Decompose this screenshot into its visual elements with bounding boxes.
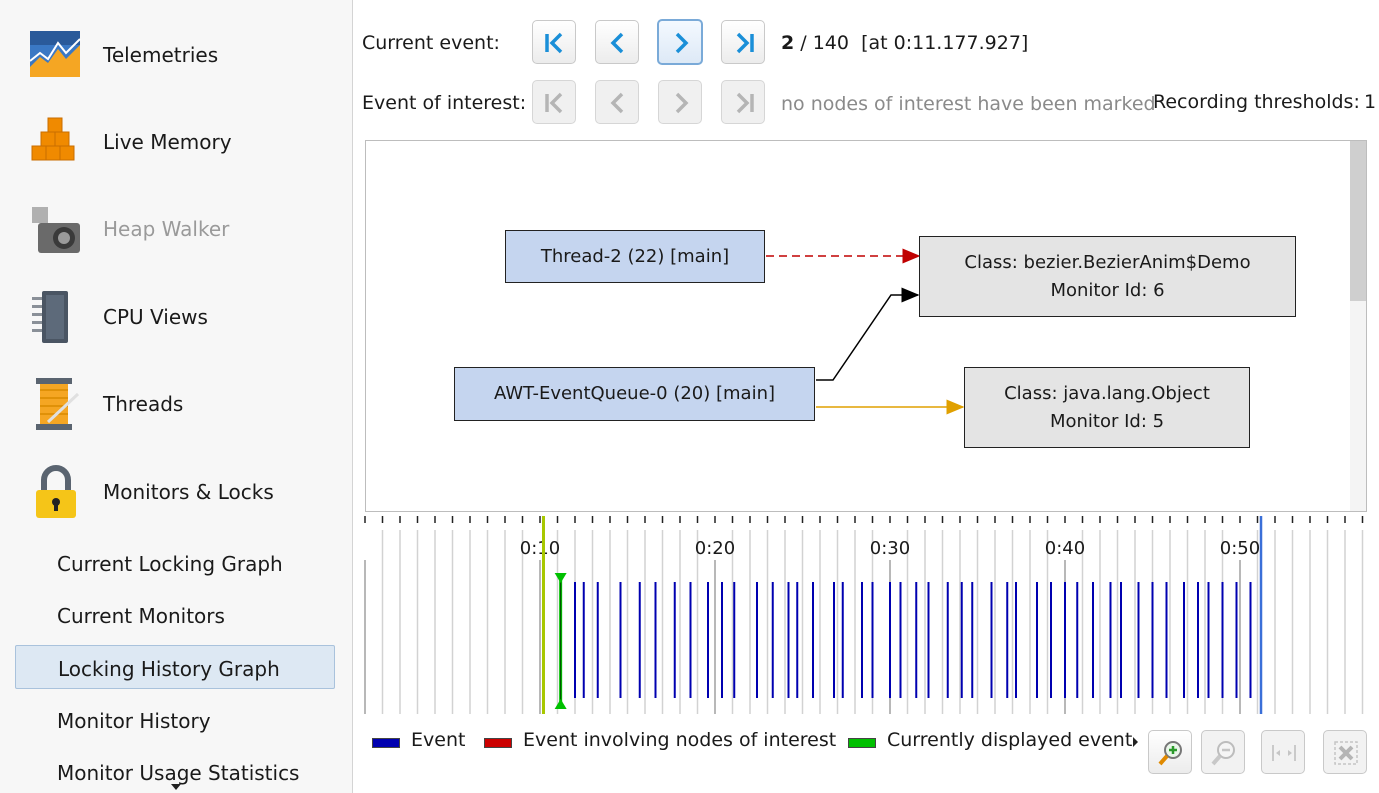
legend-more-arrow-icon[interactable]	[1133, 737, 1138, 747]
fit-width-icon	[1272, 745, 1296, 761]
recording-thresholds-label: Recording thresholds:	[1153, 91, 1360, 113]
nav-threads[interactable]: Threads	[0, 364, 352, 444]
thread-spool-icon	[36, 378, 80, 430]
first-event-button[interactable]	[532, 20, 576, 64]
first-icon	[545, 32, 563, 54]
owner-edge	[816, 287, 920, 381]
legend-interest-label: Event involving nodes of interest	[523, 729, 837, 751]
thread-node-awt-eventqueue[interactable]: AWT-EventQueue-0 (20) [main]	[454, 367, 815, 421]
timeline-events	[574, 582, 1252, 698]
next-icon	[675, 32, 689, 54]
stacked-cubes-icon	[31, 117, 75, 161]
nav-live-memory[interactable]: Live Memory	[0, 102, 352, 182]
reset-zoom-button[interactable]	[1323, 730, 1367, 774]
timeline-tick-label: 0:50	[1220, 538, 1260, 559]
last-event-button[interactable]	[721, 20, 765, 64]
recording-thresholds-value: 1	[1364, 91, 1377, 113]
node-label: Thread-2 (22) [main]	[540, 245, 730, 267]
nav-label: Threads	[103, 392, 184, 416]
cpu-chip-icon	[32, 291, 68, 343]
main-panel: Current event: Event of interest: 2 / 14…	[353, 0, 1379, 793]
sidebar: Telemetries Live Memory Heap Walker CPU …	[0, 0, 353, 793]
event-position: 2 / 140 [at 0:11.177.927]	[781, 32, 1028, 54]
monitor-node-demo[interactable]: Class: bezier.BezierAnim$Demo Monitor Id…	[919, 236, 1296, 317]
timeline-tick-labels: 0:10 0:20 0:30 0:40 0:50	[520, 538, 1260, 559]
zoom-out-icon	[1211, 741, 1235, 766]
timeline-svg: 0:10 0:20 0:30 0:40 0:50	[364, 516, 1364, 714]
subitem-label: Monitor Usage Statistics	[57, 761, 300, 785]
timeline-current-top-triangle	[554, 573, 567, 583]
zoom-in-icon	[1158, 741, 1182, 766]
thread-node-thread-2[interactable]: Thread-2 (22) [main]	[505, 230, 765, 283]
nav-label: Telemetries	[103, 43, 219, 67]
nav-label: Monitors & Locks	[103, 480, 274, 504]
previous-event-button[interactable]	[595, 20, 639, 64]
nav-heap-walker[interactable]: Heap Walker	[0, 189, 352, 269]
timeline-tick-label: 0:30	[870, 538, 910, 559]
subitem-current-monitors[interactable]: Current Monitors	[15, 593, 335, 637]
legend-current-label: Currently displayed event	[887, 729, 1133, 751]
last-icon	[736, 32, 754, 54]
subitem-monitor-usage-statistics[interactable]: Monitor Usage Statistics	[15, 750, 335, 793]
node-class-label: Class: java.lang.Object	[1004, 382, 1210, 404]
first-icon	[545, 92, 563, 114]
nav-label: Heap Walker	[103, 217, 230, 241]
locking-graph-canvas[interactable]: Thread-2 (22) [main] AWT-EventQueue-0 (2…	[365, 140, 1367, 512]
nav-label: Live Memory	[103, 130, 232, 154]
event-timeline[interactable]: 0:10 0:20 0:30 0:40 0:50	[363, 516, 1367, 716]
next-icon	[675, 92, 689, 114]
timeline-tick-label: 0:20	[695, 538, 735, 559]
last-interest-button[interactable]	[721, 80, 765, 124]
fit-width-button[interactable]	[1261, 730, 1305, 774]
scroll-more-arrow-icon[interactable]	[171, 784, 181, 790]
legend-event-swatch	[372, 738, 400, 748]
next-interest-button[interactable]	[658, 80, 702, 124]
nav-label: CPU Views	[103, 305, 208, 329]
previous-icon	[610, 92, 624, 114]
timeline-current-marker	[542, 516, 567, 714]
nav-telemetries[interactable]: Telemetries	[0, 15, 352, 95]
graph-edges	[766, 248, 965, 415]
subitem-label: Current Locking Graph	[57, 552, 283, 576]
current-event-label: Current event:	[362, 32, 500, 54]
reset-zoom-icon	[1334, 741, 1358, 765]
subitem-label: Monitor History	[57, 709, 211, 733]
legend-current-swatch	[848, 738, 876, 748]
legend-event-label: Event	[411, 729, 466, 751]
event-time: [at 0:11.177.927]	[861, 32, 1029, 54]
node-monitor-label: Monitor Id: 6	[1050, 279, 1165, 301]
subitem-current-locking-graph[interactable]: Current Locking Graph	[15, 541, 335, 585]
zoom-out-button[interactable]	[1201, 730, 1245, 774]
timeline-tick-label: 0:10	[520, 538, 560, 559]
total-events: / 140	[800, 32, 849, 54]
no-interest-message: no nodes of interest have been marked	[781, 93, 1156, 115]
node-class-label: Class: bezier.BezierAnim$Demo	[964, 251, 1251, 273]
first-interest-button[interactable]	[532, 80, 576, 124]
event-of-interest-label: Event of interest:	[362, 92, 527, 114]
padlock-icon	[36, 465, 76, 518]
nav-monitors-locks[interactable]: Monitors & Locks	[0, 452, 352, 532]
timeline-grid	[364, 516, 1364, 714]
last-icon	[736, 92, 754, 114]
nav-cpu-views[interactable]: CPU Views	[0, 277, 352, 357]
telemetry-chart-icon	[29, 31, 81, 77]
subitem-label: Current Monitors	[57, 604, 225, 628]
node-monitor-label: Monitor Id: 5	[1049, 410, 1165, 432]
subitem-monitor-history[interactable]: Monitor History	[15, 698, 335, 742]
next-event-button[interactable]	[657, 19, 703, 65]
zoom-in-button[interactable]	[1148, 730, 1192, 774]
timeline-tick-label: 0:40	[1045, 538, 1085, 559]
legend-interest-swatch	[484, 738, 512, 748]
current-event-index: 2	[781, 32, 795, 54]
subitem-label: Locking History Graph	[58, 657, 280, 681]
node-label: AWT-EventQueue-0 (20) [main]	[493, 383, 776, 404]
vertical-scrollbar[interactable]	[1350, 141, 1366, 511]
previous-interest-button[interactable]	[595, 80, 639, 124]
timeline-current-bottom-triangle	[554, 699, 567, 709]
camera-icon	[32, 207, 80, 253]
previous-icon	[610, 32, 624, 54]
scrollbar-thumb[interactable]	[1350, 141, 1366, 301]
subitem-locking-history-graph[interactable]: Locking History Graph	[15, 645, 335, 689]
monitor-node-object[interactable]: Class: java.lang.Object Monitor Id: 5	[964, 367, 1250, 448]
